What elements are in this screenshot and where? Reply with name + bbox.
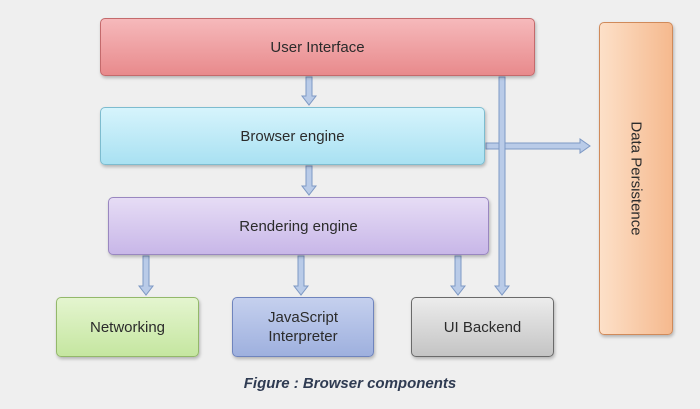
ui-backend-label: UI Backend — [443, 318, 522, 336]
arrow-ui-to-ui-backend — [493, 76, 511, 296]
arrow-rendering-to-ui-backend — [449, 255, 467, 296]
rendering-engine-label: Rendering engine — [239, 217, 358, 235]
javascript-interpreter-label: JavaScript Interpreter — [268, 308, 338, 346]
javascript-interpreter-line1: JavaScript — [267, 309, 339, 326]
rendering-engine-box: Rendering engine — [108, 197, 489, 255]
browser-engine-box: Browser engine — [100, 107, 485, 165]
data-persistence-box: Data Persistence — [599, 22, 673, 335]
networking-box: Networking — [56, 297, 199, 357]
browser-engine-label: Browser engine — [240, 127, 345, 145]
arrow-rendering-to-networking — [137, 255, 155, 296]
data-persistence-label: Data Persistence — [627, 121, 645, 236]
ui-backend-box: UI Backend — [411, 297, 554, 357]
arrow-browser-to-rendering-engine — [300, 165, 318, 196]
figure-caption: Figure : Browser components — [243, 375, 457, 392]
networking-label: Networking — [89, 318, 166, 336]
arrow-ui-to-browser-engine — [300, 76, 318, 106]
user-interface-label: User Interface — [270, 38, 365, 56]
javascript-interpreter-line2: Interpreter — [268, 328, 338, 345]
arrow-rendering-to-javascript-interpreter — [292, 255, 310, 296]
javascript-interpreter-box: JavaScript Interpreter — [232, 297, 374, 357]
user-interface-box: User Interface — [100, 18, 535, 76]
